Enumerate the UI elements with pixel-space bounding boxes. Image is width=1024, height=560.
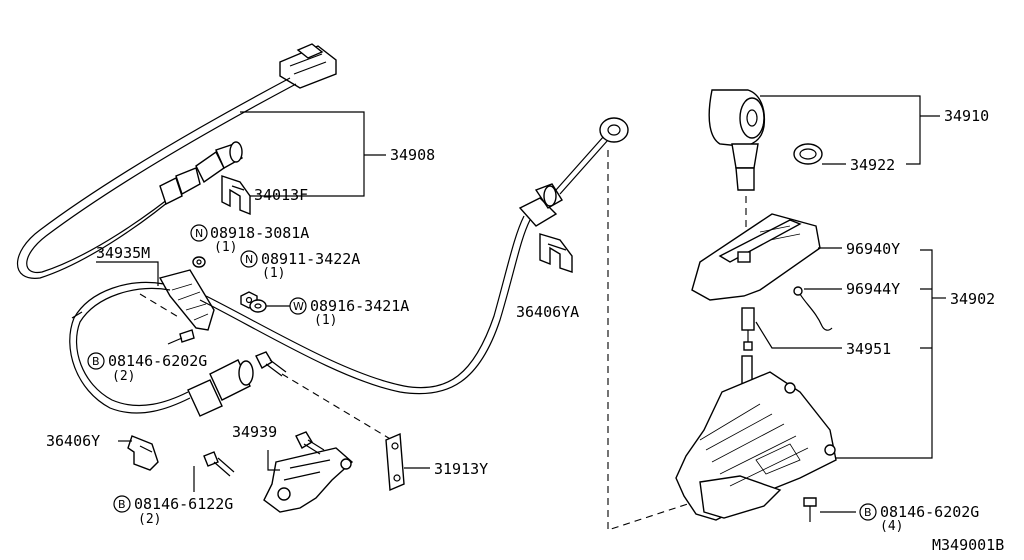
- label-34951: 34951: [846, 340, 891, 358]
- label-96940y: 96940Y: [846, 240, 900, 258]
- label-08916: 08916-3421A: [310, 297, 409, 315]
- label-34939: 34939: [232, 423, 277, 441]
- clip-34922: [793, 143, 823, 165]
- dash-guide-center: [607, 150, 701, 531]
- bolt-08146-6202g-right: B: [803, 497, 877, 522]
- label-08146-6202g-right: 08146-6202G: [880, 503, 979, 521]
- bracket-34939: [263, 431, 354, 513]
- label-08146-6202g-left: 08146-6202G: [108, 352, 207, 370]
- prefix-b-08146-6122g: B: [118, 498, 126, 511]
- label-31913y: 31913Y: [434, 460, 488, 478]
- leader-34902: [834, 249, 933, 459]
- label-34922: 34922: [850, 156, 895, 174]
- leader-34939: [267, 450, 280, 471]
- label-34902: 34902: [950, 290, 995, 308]
- knob-34910: [708, 89, 766, 191]
- prefix-b-08146-6202g-left: B: [92, 355, 100, 368]
- bolt-fitting: [255, 351, 287, 377]
- shift-lever-base: [675, 355, 837, 521]
- label-08911: 08911-3422A: [261, 250, 360, 268]
- dash-leader-bolt: [281, 373, 393, 441]
- bolt-08146-6202g-left: B: [87, 352, 105, 370]
- label-08911-qty: (1): [262, 266, 285, 281]
- control-cable-lower: [69, 117, 629, 417]
- leader-34910: [760, 95, 921, 165]
- label-34013f: 34013F: [254, 186, 308, 204]
- leader-34935m: [96, 261, 159, 286]
- label-08146-6122g-qty: (2): [138, 512, 161, 527]
- clip-36406y: [127, 435, 159, 471]
- label-34910: 34910: [944, 107, 989, 125]
- label-08146-6122g: 08146-6122G: [134, 495, 233, 513]
- prefix-w-08916: W: [293, 300, 304, 313]
- washer-08916: W: [249, 297, 307, 315]
- label-08918-qty: (1): [214, 240, 237, 255]
- plate-31913y: [385, 432, 405, 492]
- label-96944y: 96944Y: [846, 280, 900, 298]
- leader-34951: [755, 321, 842, 349]
- label-34908: 34908: [390, 146, 435, 164]
- label-36406ya: 36406YA: [516, 303, 579, 321]
- indicator-96940y: [691, 213, 821, 301]
- prefix-b-08146-6202g-right: B: [864, 506, 872, 519]
- reference-code: M349001B: [932, 536, 1004, 554]
- switch-34951: [741, 307, 755, 351]
- clip-34013f: [221, 175, 251, 216]
- nut-08918: N: [190, 224, 208, 268]
- bulb-96944y: [793, 286, 833, 331]
- label-08918: 08918-3081A: [210, 224, 309, 242]
- nut-08911: N: [240, 250, 258, 309]
- label-08146-6202g-left-qty: (2): [112, 369, 135, 384]
- shift-cable-upper: [16, 43, 337, 279]
- dash-leader-bracket: [139, 293, 181, 319]
- label-36406y: 36406Y: [46, 432, 100, 450]
- clip-36406ya: [539, 233, 573, 273]
- label-34935m: 34935M: [96, 244, 150, 262]
- leader-34908: [240, 111, 386, 197]
- prefix-n-08918: N: [195, 227, 203, 240]
- label-08916-qty: (1): [314, 313, 337, 328]
- bolt-08146-6122g: B: [113, 451, 235, 513]
- prefix-n-08911: N: [245, 253, 253, 266]
- label-08146-6202g-right-qty: (4): [880, 519, 903, 534]
